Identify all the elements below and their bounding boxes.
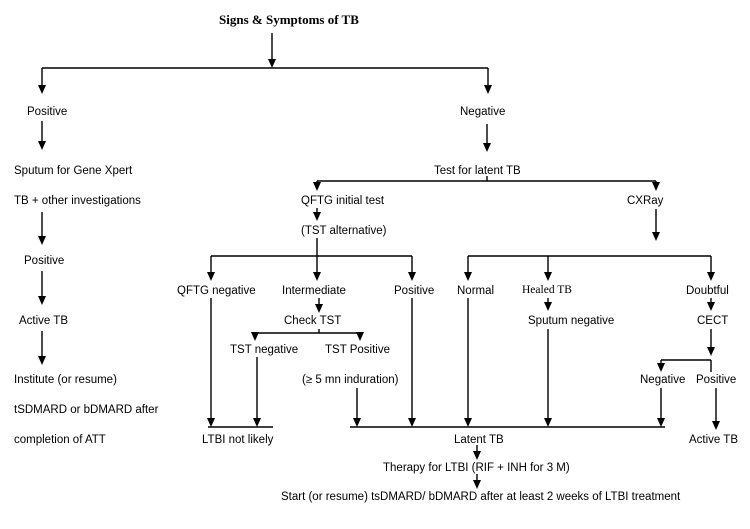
right-active-tb: Active TB xyxy=(689,434,738,446)
sputum-negative: Sputum negative xyxy=(528,315,615,327)
arrowhead xyxy=(707,272,715,281)
arrowhead xyxy=(652,232,660,241)
sputum-gene-xpert: Sputum for Gene Xpert xyxy=(14,165,133,177)
arrowhead xyxy=(544,302,552,311)
arrowhead xyxy=(353,418,361,427)
tsdmard-text: tSDMARD or bDMARD after xyxy=(14,404,159,416)
arrowhead xyxy=(544,272,552,281)
arrowhead xyxy=(207,418,215,427)
left-positive-2: Positive xyxy=(24,255,65,267)
arrowhead xyxy=(38,296,46,305)
arrowhead xyxy=(464,272,472,281)
tb-other-investigations: TB + other investigations xyxy=(14,195,141,207)
latent-tb: Latent TB xyxy=(454,434,504,446)
institute-resume: Institute (or resume) xyxy=(14,374,117,386)
arrowhead xyxy=(38,236,46,245)
arrowhead xyxy=(707,302,715,311)
test-latent-tb: Test for latent TB xyxy=(434,165,521,177)
cxr-normal: Normal xyxy=(457,285,495,297)
qftg-negative: QFTG negative xyxy=(177,285,256,297)
tst-negative: TST negative xyxy=(230,344,299,356)
left-positive: Positive xyxy=(27,106,68,118)
start-resume-dmard: Start (or resume) tsDMARD/ bDMARD after … xyxy=(281,491,681,503)
doubtful: Doubtful xyxy=(686,285,729,297)
arrowhead xyxy=(251,332,259,341)
cect: CECT xyxy=(697,315,729,327)
arrowhead xyxy=(408,272,416,281)
arrowhead xyxy=(38,85,46,94)
completion-att: completion of ATT xyxy=(14,434,106,446)
arrowhead xyxy=(313,212,321,221)
arrowhead xyxy=(207,272,215,281)
arrowhead xyxy=(712,421,720,430)
cxray: CXRay xyxy=(627,195,664,207)
arrowhead xyxy=(253,418,261,427)
healed-tb: Healed TB xyxy=(522,284,572,296)
ltbi-not-likely: LTBI not likely xyxy=(202,434,274,446)
arrowhead xyxy=(544,418,552,427)
diagram-title: Signs & Symptoms of TB xyxy=(219,12,359,27)
check-tst: Check TST xyxy=(284,315,342,327)
cect-positive: Positive xyxy=(696,374,737,386)
intermediate: Intermediate xyxy=(282,285,346,297)
arrowhead xyxy=(707,347,715,356)
arrowhead xyxy=(483,143,491,152)
cect-negative: Negative xyxy=(640,374,686,386)
arrowhead xyxy=(657,363,665,372)
arrowhead xyxy=(38,356,46,365)
left-active-tb: Active TB xyxy=(19,315,68,327)
arrowhead xyxy=(313,272,321,281)
induration: (≥ 5 mn induration) xyxy=(302,374,399,386)
arrowhead xyxy=(473,480,481,489)
arrowhead xyxy=(356,332,364,341)
right-negative: Negative xyxy=(460,106,506,118)
arrowhead xyxy=(38,141,46,150)
tst-positive: TST Positive xyxy=(325,344,390,356)
arrowhead xyxy=(657,418,665,427)
arrowhead xyxy=(464,418,472,427)
arrowhead xyxy=(313,182,321,191)
arrowhead xyxy=(408,418,416,427)
tst-alternative: (TST alternative) xyxy=(301,225,387,237)
arrowhead xyxy=(315,304,323,313)
qftg-initial-test: QFTG initial test xyxy=(301,195,385,207)
qftg-positive: Positive xyxy=(394,285,435,297)
arrowhead xyxy=(484,85,492,94)
arrowhead xyxy=(473,451,481,460)
ltbi-therapy: Therapy for LTBI (RIF + INH for 3 M) xyxy=(383,462,570,474)
arrowhead xyxy=(652,182,660,191)
arrowhead xyxy=(268,59,276,68)
